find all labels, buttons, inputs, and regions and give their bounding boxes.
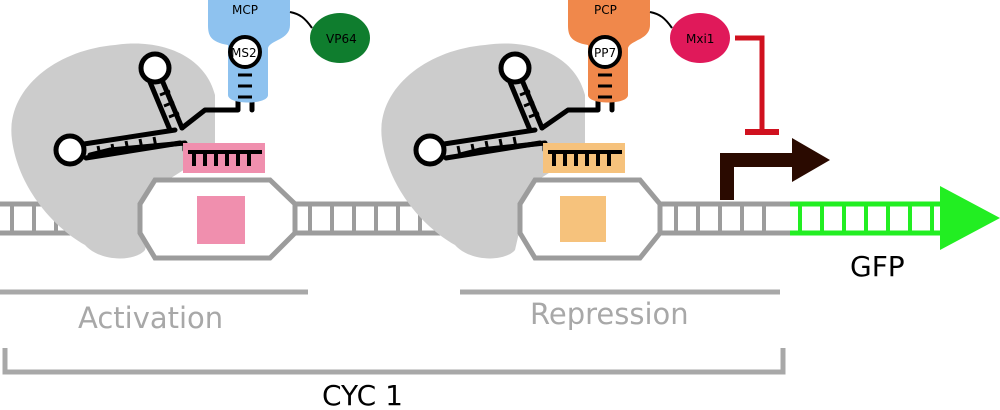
mcp-label: MCP bbox=[232, 3, 258, 17]
target-site-repression bbox=[560, 196, 606, 242]
cyc1-bracket bbox=[2, 348, 786, 375]
activation-label: Activation bbox=[78, 301, 223, 335]
mxi1-label: Mxi1 bbox=[686, 32, 714, 46]
ms2-label: MS2 bbox=[231, 46, 257, 60]
repression-inhibition-line bbox=[735, 35, 765, 130]
target-site-activation bbox=[197, 196, 245, 244]
gfp-gene bbox=[790, 186, 1000, 250]
gfp-label: GFP bbox=[850, 250, 905, 283]
cyc1-label: CYC 1 bbox=[322, 379, 403, 410]
vp64-label: VP64 bbox=[326, 32, 357, 46]
repression-label: Repression bbox=[530, 297, 689, 331]
pp7-label: PP7 bbox=[594, 46, 616, 60]
repression-complex: PCP PP7 Mxi1 bbox=[381, 0, 779, 261]
activation-complex: MCP MS2 VP64 bbox=[11, 0, 370, 261]
mxi1-protein bbox=[670, 13, 730, 63]
promoter-arrow bbox=[720, 138, 830, 200]
gfp-arrow-head bbox=[940, 186, 1000, 250]
vp64-protein bbox=[310, 13, 370, 63]
pcp-label: PCP bbox=[594, 3, 617, 17]
